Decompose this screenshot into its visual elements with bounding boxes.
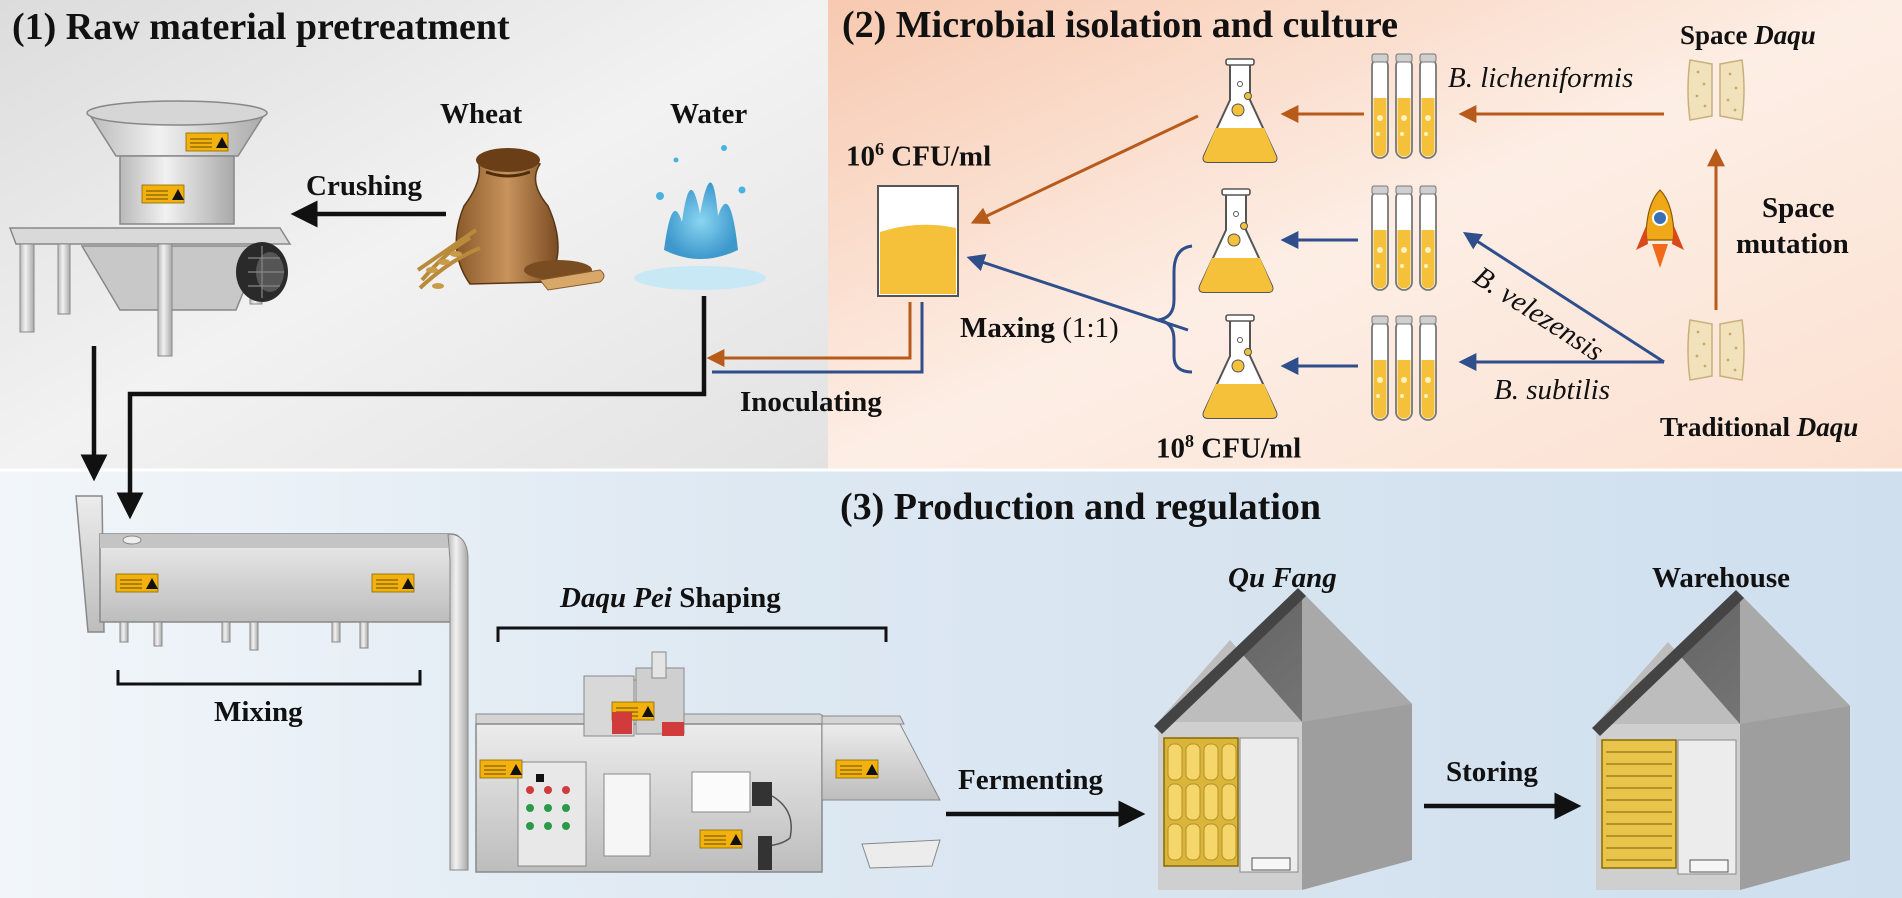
inoculating-label: Inoculating <box>740 386 882 418</box>
water-splash-illustration <box>634 145 766 290</box>
crushing-label: Crushing <box>306 170 423 202</box>
section-title-raw-material: (1) Raw material pretreatment <box>12 6 510 48</box>
space-mutation-label-line2: mutation <box>1736 228 1849 260</box>
crusher-machine <box>8 100 292 357</box>
rocket-icon <box>1636 189 1684 268</box>
space-mutation-label-line1: Space <box>1762 192 1835 224</box>
fermenting-label: Fermenting <box>958 764 1103 796</box>
b-subtilis-label: B. subtilis <box>1494 374 1611 406</box>
b-licheniformis-label: B. licheniformis <box>1448 62 1634 94</box>
wheat-label: Wheat <box>440 98 523 130</box>
section-title-production: (3) Production and regulation <box>840 486 1322 528</box>
warehouse-label: Warehouse <box>1652 562 1791 594</box>
cfu-1e6-label: 106 CFU/ml <box>846 139 992 173</box>
mixing-label: Mixing <box>214 696 303 728</box>
traditional-daqu-label: Traditional Daqu <box>1660 412 1859 442</box>
culture-beaker <box>877 185 959 297</box>
cfu-1e8-label: 108 CFU/ml <box>1156 431 1302 465</box>
water-label: Water <box>670 98 748 130</box>
mixing-ratio-label: Maxing (1:1) <box>960 312 1119 344</box>
warehouse-building <box>1592 590 1850 890</box>
storing-label: Storing <box>1446 756 1538 788</box>
wheat-sack-illustration <box>416 148 605 291</box>
qufang-building <box>1154 588 1412 890</box>
qufang-label: Qu Fang <box>1228 562 1337 594</box>
section-title-microbial: (2) Microbial isolation and culture <box>842 4 1398 46</box>
shaping-label: Daqu Pei Shaping <box>560 582 781 614</box>
shaping-machine <box>475 651 941 873</box>
space-daqu-label: Space Daqu <box>1680 20 1816 50</box>
mixer-machine <box>75 495 469 871</box>
